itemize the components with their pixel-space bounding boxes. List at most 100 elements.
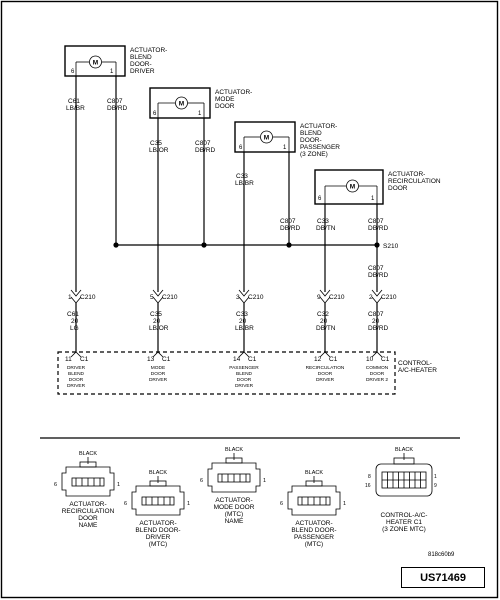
- svg-text:DB/RD: DB/RD: [280, 225, 301, 232]
- svg-text:DOOR: DOOR: [318, 371, 333, 377]
- svg-text:20: 20: [153, 318, 161, 325]
- svg-text:C807: C807: [368, 218, 384, 225]
- svg-text:DRIVER: DRIVER: [146, 534, 171, 541]
- svg-text:BLEND: BLEND: [236, 371, 253, 377]
- svg-text:C807: C807: [368, 265, 384, 272]
- svg-text:(3 ZONE MTC): (3 ZONE MTC): [382, 526, 426, 533]
- svg-text:8: 8: [368, 474, 371, 480]
- svg-text:DOOR: DOOR: [370, 371, 385, 377]
- svg-text:BLEND: BLEND: [130, 54, 152, 61]
- svg-text:ACTUATOR-: ACTUATOR-: [300, 123, 337, 130]
- svg-text:C1: C1: [248, 356, 257, 363]
- svg-text:LB/OR: LB/OR: [149, 325, 169, 332]
- svg-text:DB/RD: DB/RD: [368, 272, 389, 279]
- svg-text:DB/TN: DB/TN: [316, 325, 336, 332]
- svg-text:C807: C807: [195, 140, 211, 147]
- svg-text:RECIRCULATION: RECIRCULATION: [388, 178, 441, 185]
- svg-text:C210: C210: [329, 294, 345, 301]
- svg-text:ACTUATOR-: ACTUATOR-: [130, 47, 167, 54]
- svg-text:DB/RD: DB/RD: [195, 147, 216, 154]
- svg-text:M: M: [264, 135, 269, 142]
- svg-text:DOOR: DOOR: [237, 377, 252, 383]
- svg-text:PASSENGER: PASSENGER: [294, 534, 334, 541]
- svg-text:COMMON: COMMON: [366, 365, 389, 371]
- figure-code: 818c60b9: [428, 552, 455, 558]
- svg-text:LB/BR: LB/BR: [235, 180, 254, 187]
- svg-text:20: 20: [239, 318, 247, 325]
- svg-text:DB/RD: DB/RD: [107, 105, 128, 112]
- svg-text:C35: C35: [150, 311, 162, 318]
- svg-text:DOOR: DOOR: [69, 377, 84, 383]
- document-code: US71469: [420, 571, 466, 584]
- svg-text:6: 6: [153, 111, 157, 117]
- svg-text:5: 5: [150, 294, 154, 301]
- actuator-mode-door: M 6 1 ACTUATOR- MODE DOOR: [149, 87, 252, 119]
- svg-text:6: 6: [200, 478, 203, 484]
- svg-text:12: 12: [314, 356, 322, 363]
- svg-text:BLACK: BLACK: [149, 470, 167, 476]
- svg-text:BLACK: BLACK: [225, 447, 243, 453]
- svg-text:BLACK: BLACK: [395, 447, 413, 453]
- svg-text:DRIVER: DRIVER: [316, 377, 335, 383]
- svg-text:1: 1: [283, 145, 287, 151]
- svg-text:NAME: NAME: [225, 518, 244, 525]
- svg-text:CONTROL-: CONTROL-: [398, 360, 432, 367]
- svg-text:1: 1: [68, 294, 72, 301]
- svg-text:C210: C210: [248, 294, 264, 301]
- svg-text:DOOR: DOOR: [388, 185, 408, 192]
- svg-text:LB/BR: LB/BR: [235, 325, 254, 332]
- svg-text:10: 10: [366, 356, 374, 363]
- svg-text:HEATER C1: HEATER C1: [386, 519, 422, 526]
- svg-text:DRIVER: DRIVER: [67, 383, 86, 389]
- splice-label: S210: [383, 243, 399, 250]
- svg-text:ACTUATOR-: ACTUATOR-: [139, 520, 176, 527]
- svg-text:ACTUATOR-: ACTUATOR-: [295, 520, 332, 527]
- svg-text:C1: C1: [80, 356, 89, 363]
- svg-text:C807: C807: [107, 98, 123, 105]
- svg-text:MODE DOOR: MODE DOOR: [214, 504, 255, 511]
- svg-text:6: 6: [54, 482, 57, 488]
- svg-text:C61: C61: [68, 98, 80, 105]
- svg-text:MODE: MODE: [151, 365, 165, 371]
- actuator-blend-door-driver: M 6 1 ACTUATOR- BLEND DOOR- DRIVER: [64, 45, 167, 77]
- svg-text:DOOR-: DOOR-: [300, 137, 322, 144]
- connector-c210: 1 C210 5 C210 3 C210 9 C210 2 C210: [68, 289, 397, 304]
- svg-text:LB/BR: LB/BR: [66, 105, 85, 112]
- svg-text:6: 6: [280, 501, 283, 507]
- svg-text:M: M: [179, 101, 184, 108]
- svg-text:2: 2: [369, 294, 373, 301]
- svg-text:DRIVER 2: DRIVER 2: [366, 377, 388, 383]
- svg-text:9: 9: [317, 294, 321, 301]
- svg-text:11: 11: [65, 356, 72, 363]
- connector-view-mode-door: BLACK 6 1 ACTUATOR- MODE DOOR (MTC) NAME: [200, 447, 266, 525]
- svg-text:1: 1: [263, 478, 266, 484]
- svg-text:ACTUATOR-: ACTUATOR-: [388, 171, 425, 178]
- svg-text:(MTC): (MTC): [305, 541, 323, 548]
- svg-text:C210: C210: [80, 294, 96, 301]
- svg-text:PASSENGER: PASSENGER: [300, 144, 340, 151]
- svg-text:20: 20: [71, 318, 79, 325]
- svg-text:13: 13: [147, 356, 155, 363]
- svg-text:(MTC): (MTC): [149, 541, 167, 548]
- motor-icon: [260, 130, 273, 144]
- actuator-recirculation-door: M 6 1 ACTUATOR- RECIRCULATION DOOR: [314, 169, 441, 205]
- svg-text:6: 6: [71, 69, 75, 75]
- svg-text:BLACK: BLACK: [79, 451, 97, 457]
- svg-text:DOOR: DOOR: [151, 371, 166, 377]
- svg-text:A/C-HEATER: A/C-HEATER: [398, 367, 437, 374]
- svg-text:DB/RD: DB/RD: [368, 225, 389, 232]
- svg-text:(MTC): (MTC): [225, 511, 243, 518]
- upper-wiring: [75, 76, 378, 292]
- lower-wiring: [75, 303, 378, 352]
- svg-text:DRIVER: DRIVER: [67, 365, 86, 371]
- svg-text:1: 1: [117, 482, 120, 488]
- svg-text:C807: C807: [280, 218, 296, 225]
- control-ac-heater-module: CONTROL- A/C-HEATER 11 C1 13 C1 14 C1 12…: [57, 351, 437, 395]
- svg-text:BLEND DOOR-: BLEND DOOR-: [291, 527, 336, 534]
- svg-text:RECIRCULATION: RECIRCULATION: [62, 508, 115, 515]
- upper-wire-labels: C61 LB/BR C807 DB/RD C35 LB/OR C807 DB/R…: [66, 98, 389, 279]
- svg-text:DOOR: DOOR: [78, 515, 98, 522]
- svg-text:20: 20: [320, 318, 328, 325]
- svg-text:1: 1: [434, 474, 437, 480]
